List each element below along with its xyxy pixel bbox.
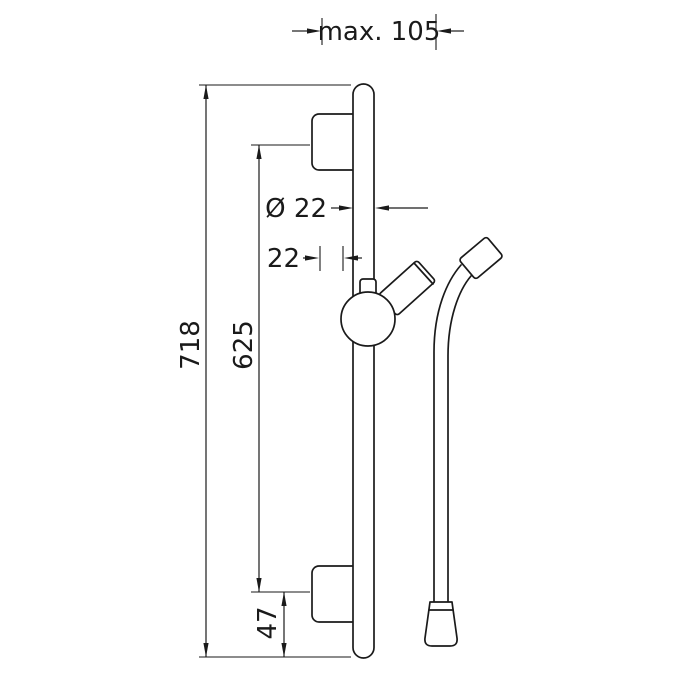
arrowhead-left bbox=[375, 205, 389, 211]
holder-arm-cap-line bbox=[413, 262, 434, 285]
dim-label-bottom-offset: 47 bbox=[253, 606, 283, 639]
arrowhead-right bbox=[339, 205, 353, 211]
arrowhead-right bbox=[307, 28, 321, 34]
slider-knob bbox=[340, 291, 396, 347]
dim-rail-diameter: Ø 22 bbox=[265, 194, 428, 224]
dim-bottom-offset: 47 bbox=[253, 592, 287, 657]
arrowhead-up bbox=[256, 145, 262, 159]
arrowhead-down bbox=[256, 578, 262, 592]
hose-connector bbox=[459, 236, 503, 280]
dim-label-hole-spacing: 625 bbox=[229, 320, 259, 370]
dim-hole-spacing: 625 bbox=[229, 145, 262, 592]
dim-label-max-width: max. 105 bbox=[318, 17, 441, 47]
dim-grip-offset: 22 bbox=[267, 244, 362, 274]
arrowhead-right bbox=[305, 255, 319, 261]
hose-end-fitting bbox=[424, 601, 458, 647]
hose-inner-edge bbox=[433, 264, 462, 603]
dim-label-grip-offset: 22 bbox=[267, 244, 300, 274]
arrowhead-down bbox=[281, 643, 287, 657]
extension-lines bbox=[199, 14, 437, 658]
arrowhead-down bbox=[203, 643, 209, 657]
arrowhead-left bbox=[437, 28, 451, 34]
shower-hose bbox=[424, 236, 503, 647]
arrowhead-up bbox=[203, 85, 209, 99]
dim-overall-length: 718 bbox=[176, 85, 209, 657]
dim-label-overall-length: 718 bbox=[176, 320, 206, 370]
hose-connector-body bbox=[459, 236, 503, 280]
arrowhead-left bbox=[344, 255, 358, 261]
rail-bar bbox=[352, 83, 375, 659]
hose-outer-edge bbox=[447, 275, 472, 603]
dim-max-width: max. 105 bbox=[292, 17, 464, 47]
dim-label-rail-diameter: Ø 22 bbox=[265, 194, 327, 224]
arrowhead-up bbox=[281, 592, 287, 606]
shower-rail-assembly bbox=[311, 83, 436, 659]
